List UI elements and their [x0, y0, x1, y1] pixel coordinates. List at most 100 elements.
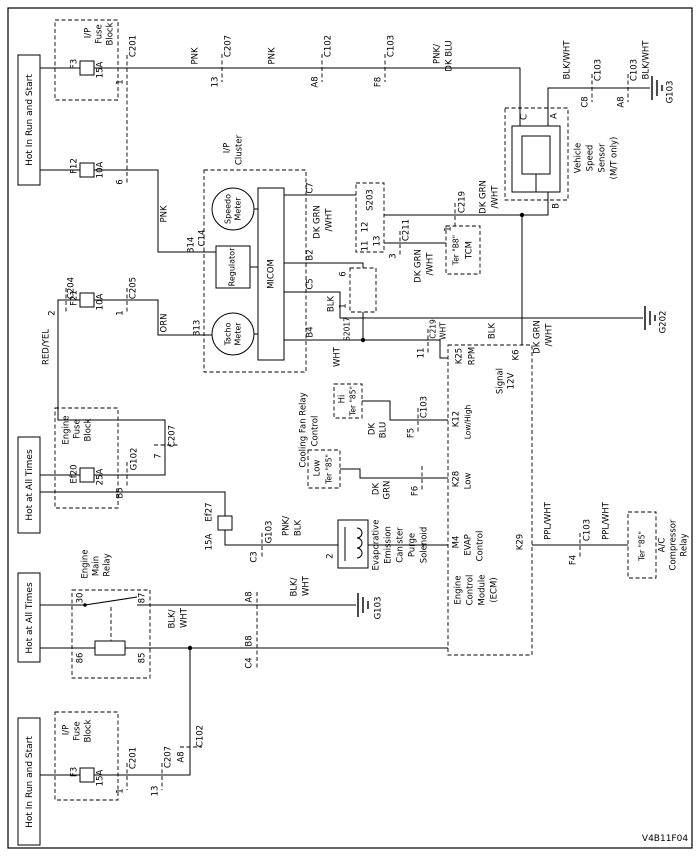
label-speedo-1: Speedo: [224, 194, 233, 224]
label-ecm-lowhigh: Low/High: [463, 404, 472, 439]
micom-box: [257, 187, 285, 361]
fuse-f3-bottom-symbol: [79, 767, 95, 783]
label-ip-fuse-bot-1: I/P: [62, 725, 72, 736]
label-wire-blkwht-1a: BLK/: [168, 609, 178, 628]
label-pin-c7: C7: [306, 182, 316, 193]
label-eng-fuse-3: Block: [84, 418, 94, 441]
label-pin-3-c211: 3: [389, 253, 399, 258]
label-wire-pplwht-2: PPL/WHT: [602, 501, 612, 540]
ac-compressor-relay-box: [627, 511, 657, 579]
label-pin-11: 11: [361, 241, 371, 252]
label-pin-b8-c4: B8: [245, 635, 255, 646]
label-ecm-k12: K12: [452, 411, 462, 427]
vss-box: [504, 107, 569, 201]
label-ecm-name-3: Module: [478, 575, 488, 606]
label-hi: Hi: [338, 395, 348, 404]
label-wire-blk-1: BLK: [327, 296, 337, 313]
label-pin-1-c201: 1: [116, 79, 126, 84]
label-gnd-g103-tr: G103: [666, 81, 676, 104]
label-fuse-f3-top-amp: 15A: [96, 62, 106, 79]
junctions-layer: [83, 212, 525, 651]
label-evap-4: Purge: [408, 533, 418, 557]
label-ac-2: Compressor: [669, 519, 679, 570]
label-ip-cluster-2: Cluster: [235, 134, 245, 165]
label-vss-pin-c: C: [520, 114, 530, 120]
engine-main-relay-box: [71, 589, 151, 679]
label-relay-85: 85: [138, 653, 148, 664]
label-fuse-f12-amp: 10A: [96, 162, 106, 179]
wire-blk-g202: [284, 291, 643, 319]
label-fuse-f3-bot: F3: [70, 767, 80, 777]
label-vss-1: Vehicle: [574, 143, 584, 173]
label-ecm-k6: K6: [512, 350, 522, 361]
wire-vss-ground: [547, 87, 650, 126]
label-wire-pnk-3: PNK: [160, 205, 170, 222]
label-splice-s2017: S2017: [342, 317, 351, 341]
label-pin-f4: F4: [569, 555, 579, 565]
label-wire-blkwht-2b: WHT: [302, 575, 312, 596]
label-conn-c201-b: C201: [129, 747, 139, 769]
label-pin-13-c207: 13: [211, 77, 221, 88]
label-ecm-signal: Signal: [496, 368, 506, 394]
label-pin-a8-c102: A8: [311, 76, 321, 87]
label-ecm-name-4: (ECM): [490, 577, 500, 602]
label-ecm-k29: K29: [516, 534, 526, 550]
label-ecm-m4: M4: [452, 536, 462, 549]
label-wire-dkgrnwht-3a: DK GRN: [414, 249, 424, 283]
label-tacho-2: Meter: [234, 322, 243, 346]
label-wire-dkgrn-b: GRN: [383, 481, 393, 500]
label-tacho-1: Tacho: [224, 322, 233, 346]
power-box-hot-all-times-1: [17, 436, 41, 534]
label-pin-b13: B13: [193, 320, 203, 337]
label-splice-s203: S203: [366, 189, 376, 211]
label-fuse-ef27: Ef27: [205, 502, 215, 521]
ground-g202-icon: [644, 306, 656, 330]
label-pin-a8-c103: A8: [617, 96, 627, 107]
label-ac-3: Relay: [680, 533, 690, 556]
vss-sensor-element: [521, 135, 551, 175]
components-layer: [17, 54, 561, 846]
ip-cluster-box: [203, 169, 307, 373]
label-pin-f5: F5: [407, 428, 417, 438]
label-ecm-k28: K28: [452, 471, 462, 487]
label-conn-g102: G102: [130, 448, 140, 471]
label-gnd-g103-m: G103: [374, 597, 384, 620]
ground-g103-mid-icon: [357, 593, 369, 617]
label-evap-3: Canister: [396, 527, 406, 563]
purge-solenoid-symbol: [337, 519, 369, 569]
label-fuse-ef27-amp: 15A: [205, 534, 215, 551]
ground-g103-top-right-icon: [651, 76, 663, 100]
label-conn-c205: C205: [129, 277, 139, 299]
label-ecm-k25: K25: [455, 348, 465, 364]
label-pin-7: 7: [154, 453, 164, 458]
label-tcm: TCM: [465, 241, 475, 260]
ecm-box: [447, 344, 533, 656]
label-conn-c201: C201: [129, 35, 139, 57]
wire-f12-cluster: [40, 169, 216, 253]
regulator-box: [215, 245, 251, 289]
label-conn-c204: C204: [67, 277, 77, 299]
label-fuse-ef20: Ef20: [70, 464, 80, 483]
label-pin-b5: B5: [116, 487, 126, 498]
label-wire-dkgrnwht-4b: /WHT: [545, 323, 555, 347]
label-pin-6-c201: 6: [116, 179, 126, 184]
label-wire-dkgrnwht-4a: DK GRN: [533, 320, 543, 354]
tacho-meter-circle: [211, 312, 255, 356]
wire-ef20-f21-cluster: [40, 299, 212, 476]
label-wire-dkgrn-a: DK: [372, 483, 382, 496]
label-ip-fuse-bot-3: Block: [84, 719, 94, 742]
label-hot-run-start-1: Hot In Run and Start: [25, 74, 35, 166]
label-ip-cluster-1: I/P: [223, 143, 233, 154]
label-pin-c5: C5: [306, 278, 316, 289]
label-hi-ter: Ter "85": [348, 386, 357, 417]
label-conn-c102-b: C102: [196, 725, 206, 747]
label-coolfan-1: Cooling Fan Relay: [299, 392, 309, 467]
vss-inner-box: [511, 125, 561, 193]
fan-hi-relay-box: [333, 383, 363, 419]
label-vss-4: (M/T only): [610, 137, 620, 180]
label-wire-dkgrnwht-2a: DK GRN: [479, 180, 489, 214]
label-wire-pnkdkblu-2: DK BLU: [445, 40, 455, 71]
label-ecm-rpm: RPM: [468, 347, 478, 365]
label-pin-b2: B2: [306, 249, 316, 260]
